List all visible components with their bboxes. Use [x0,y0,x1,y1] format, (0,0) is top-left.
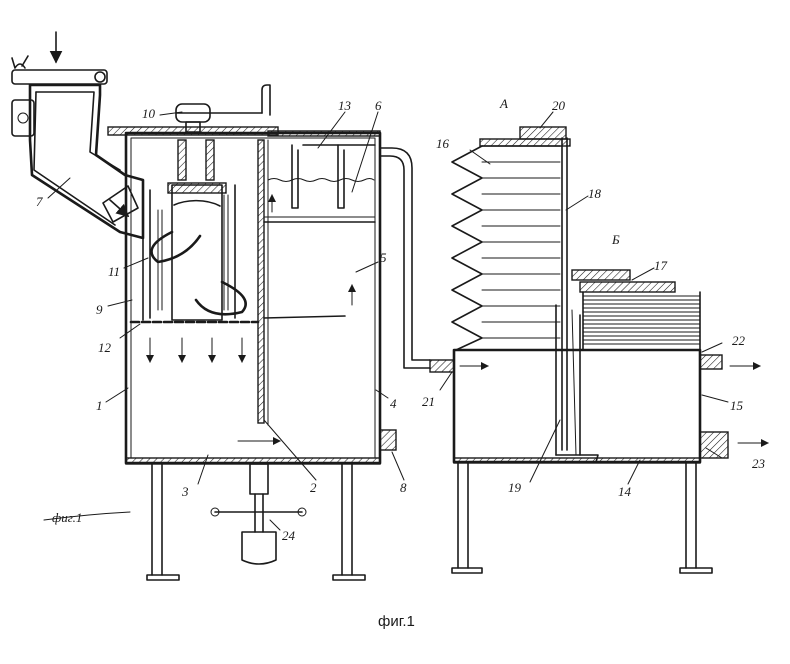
label-2: 2 [310,480,317,495]
tank-lid [107,126,279,136]
figure-caption: фиг.1 [378,613,415,630]
tank-bottom [125,457,381,465]
label-b: Б [611,232,620,247]
left-unit [11,31,431,581]
label-a: А [499,96,508,111]
collector-tank [452,348,702,464]
reference-labels: 10 13 6 7 11 9 12 1 5 4 2 3 8 24 16 А 20… [36,96,766,630]
label-13: 13 [338,98,352,113]
label-19: 19 [508,480,522,495]
label-23: 23 [752,456,766,471]
label-18: 18 [588,186,602,201]
label-11: 11 [108,264,120,279]
label-9: 9 [96,302,103,317]
label-15: 15 [730,398,744,413]
label-17: 17 [654,258,668,273]
label-12: 12 [98,340,112,355]
leader-lines [43,111,729,531]
right-unit [429,126,769,574]
label-8: 8 [400,480,407,495]
label-20: 20 [552,98,566,113]
hopper [28,83,145,240]
label-6: 6 [375,98,382,113]
label-24: 24 [282,528,296,543]
plate-stack [582,295,701,345]
label-5: 5 [380,250,387,265]
bellows-a [451,145,483,351]
tank-body [124,131,382,465]
label-7: 7 [36,194,43,209]
label-1: 1 [96,398,103,413]
label-16: 16 [436,136,450,151]
label-10: 10 [142,106,156,121]
label-21: 21 [422,394,435,409]
label-22: 22 [732,333,746,348]
label-3: 3 [181,484,189,499]
label-4: 4 [390,396,397,411]
partition-2 [257,139,265,424]
label-14: 14 [618,484,632,499]
side-caption: фиг.1 [52,510,82,525]
